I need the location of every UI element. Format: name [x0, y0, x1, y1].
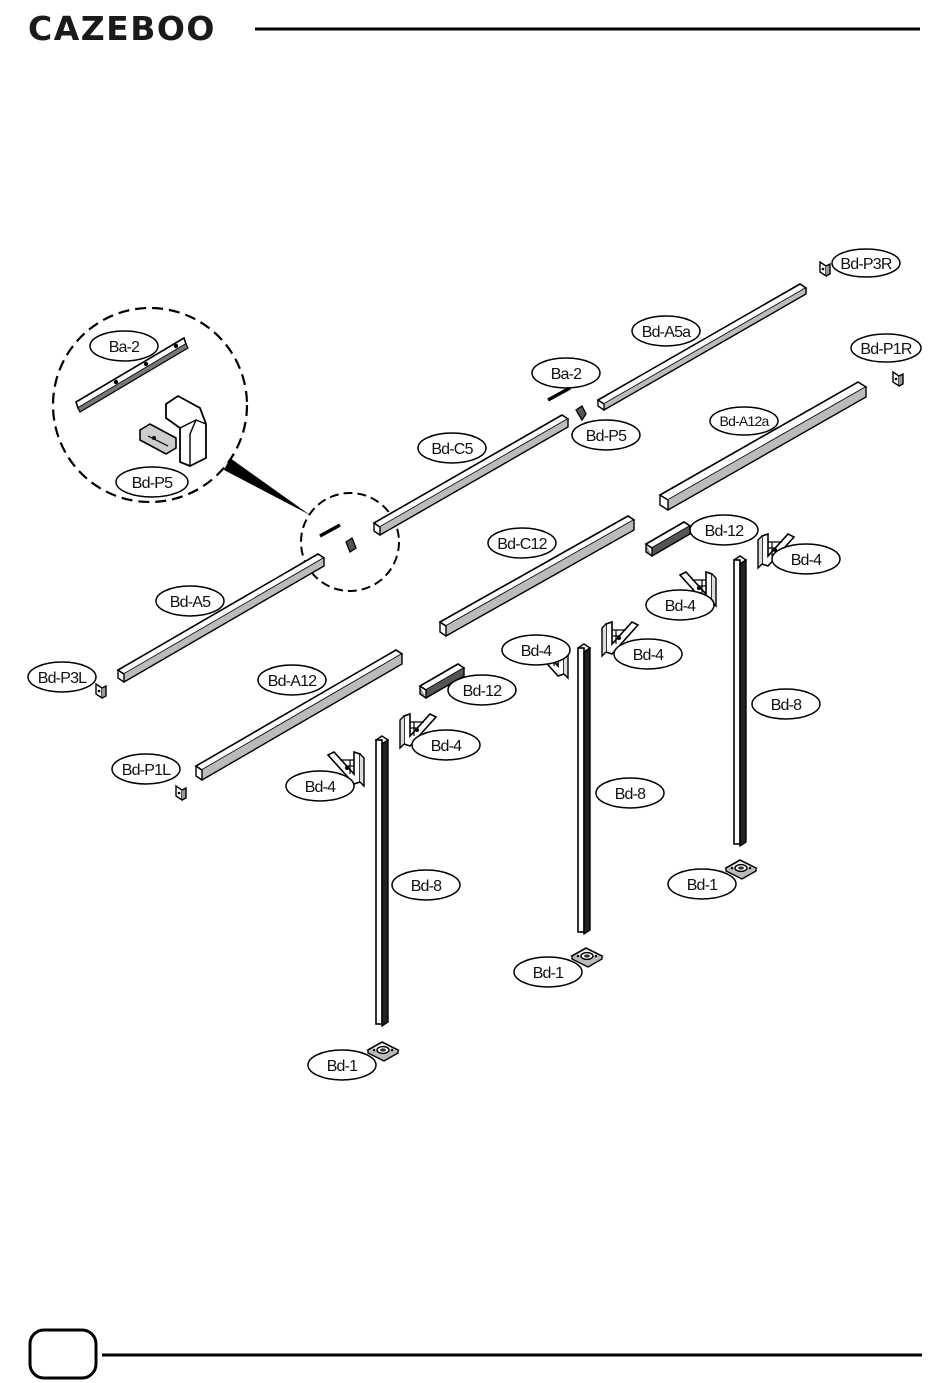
beam-bd-a5a	[598, 284, 806, 410]
label-bd-a5: Bd-A5	[156, 586, 224, 616]
zoom-rail-piece	[320, 525, 340, 536]
part-label-text: Ba-2	[109, 339, 140, 356]
label-ba-2-detail: Ba-2	[90, 331, 158, 361]
page-number-box	[30, 1330, 96, 1378]
crosspiece-bd-12-right	[646, 522, 690, 556]
part-label-text: Bd-4	[633, 647, 664, 664]
label-ba-2: Ba-2	[532, 358, 600, 388]
post-bd-8-middle	[578, 644, 590, 934]
brand-logo: CAZEBOO	[28, 9, 216, 48]
label-bd-4-front-left: Bd-4	[286, 771, 354, 801]
part-label-text: Bd-P3R	[840, 256, 891, 273]
label-bd-8-front: Bd-8	[392, 870, 460, 900]
part-label-text: Bd-4	[305, 779, 336, 796]
part-label-text: Bd-1	[327, 1058, 358, 1075]
part-label-text: Bd-4	[665, 598, 696, 615]
part-label-text: Bd-8	[411, 878, 442, 895]
label-bd-a12: Bd-A12	[258, 665, 326, 695]
part-label-text: Bd-P1L	[122, 762, 171, 779]
part-label-text: Bd-P5	[132, 475, 173, 492]
part-label-text: Bd-8	[615, 786, 646, 803]
part-label-text: Bd-1	[687, 877, 718, 894]
zoom-clip-piece	[346, 538, 356, 552]
label-bd-p1l: Bd-P1L	[112, 754, 180, 784]
part-label-text: Bd-A12a	[720, 413, 770, 429]
part-label-text: Bd-8	[771, 697, 802, 714]
label-bd-4-right-mid: Bd-4	[646, 590, 714, 620]
part-label-text: Bd-C12	[497, 536, 547, 553]
label-bd-4-mid-right: Bd-4	[614, 639, 682, 669]
label-bd-1-right: Bd-1	[668, 869, 736, 899]
part-label-text: Bd-P1R	[860, 341, 911, 358]
plate-bd-p3r	[820, 262, 830, 276]
plate-bd-p3l	[96, 684, 106, 698]
part-label-text: Bd-A5	[170, 594, 211, 611]
plate-bd-p1r	[893, 372, 903, 386]
label-bd-p5: Bd-P5	[572, 420, 640, 450]
label-bd-p1r: Bd-P1R	[851, 334, 921, 362]
part-label-text: Bd-12	[705, 523, 745, 540]
label-bd-c12: Bd-C12	[488, 528, 556, 558]
label-bd-1-front: Bd-1	[308, 1050, 376, 1080]
part-label-text: Bd-1	[533, 965, 564, 982]
label-bd-8-right: Bd-8	[752, 689, 820, 719]
label-bd-a5a: Bd-A5a	[632, 316, 700, 346]
label-bd-c5: Bd-C5	[418, 433, 486, 463]
beam-bd-a5	[118, 554, 324, 682]
part-label-text: Bd-4	[521, 643, 552, 660]
label-bd-p5-detail: Bd-P5	[116, 467, 188, 497]
label-bd-12-right: Bd-12	[690, 515, 758, 545]
part-label-text: Bd-C5	[431, 441, 473, 458]
plate-bd-p1l	[176, 786, 186, 800]
label-bd-p3l: Bd-P3L	[28, 662, 96, 692]
rail-ba-2	[548, 388, 570, 400]
label-bd-4-far-right: Bd-4	[772, 544, 840, 574]
label-bd-p3r: Bd-P3R	[832, 249, 900, 277]
part-label-text: Bd-A5a	[642, 324, 691, 341]
label-bd-a12a: Bd-A12a	[710, 407, 778, 435]
part-label-text: Ba-2	[551, 366, 582, 383]
beam-bd-c5	[374, 415, 568, 535]
label-bd-12-left: Bd-12	[448, 675, 516, 705]
part-label-text: Bd-P3L	[38, 670, 87, 687]
part-label-text: Bd-P5	[586, 428, 627, 445]
post-bd-8-front	[376, 736, 388, 1026]
post-bd-8-right	[734, 556, 746, 846]
label-bd-4-front-right: Bd-4	[412, 730, 480, 760]
part-label-text: Bd-A12	[268, 673, 317, 690]
beam-bd-a12a	[660, 382, 866, 510]
part-label-text: Bd-12	[463, 683, 503, 700]
header: CAZEBOO	[28, 9, 920, 48]
part-label-text: Bd-4	[791, 552, 822, 569]
label-bd-8-middle: Bd-8	[596, 778, 664, 808]
part-label-text: Bd-4	[431, 738, 462, 755]
clip-bd-p5	[576, 406, 586, 420]
label-bd-4-mid-left: Bd-4	[502, 635, 570, 665]
footer	[30, 1330, 922, 1378]
label-bd-1-middle: Bd-1	[514, 957, 582, 987]
